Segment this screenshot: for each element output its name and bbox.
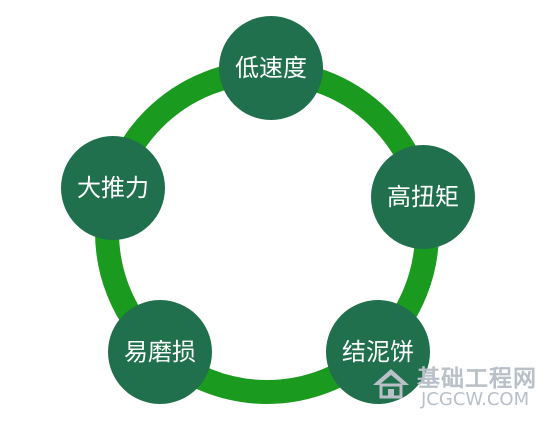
node-label-mud-cake: 结泥饼 (342, 338, 414, 366)
watermark-logo-icon (373, 369, 409, 399)
watermark-en-text: JCGCW.COM (421, 389, 530, 410)
node-label-low-speed: 低速度 (235, 54, 307, 82)
node-label-easy-wear: 易磨损 (124, 338, 196, 366)
node-mud-cake: 结泥饼 (326, 300, 430, 404)
node-high-torque: 高扭矩 (371, 145, 475, 249)
node-easy-wear: 易磨损 (108, 300, 212, 404)
watermark-cn-text: 基础工程网 (417, 366, 537, 392)
node-label-high-torque: 高扭矩 (387, 183, 459, 211)
node-large-thrust: 大推力 (61, 136, 165, 240)
watermark: 基础工程网 JCGCW.COM (365, 357, 545, 413)
node-label-large-thrust: 大推力 (77, 174, 149, 202)
node-low-speed: 低速度 (219, 16, 323, 120)
